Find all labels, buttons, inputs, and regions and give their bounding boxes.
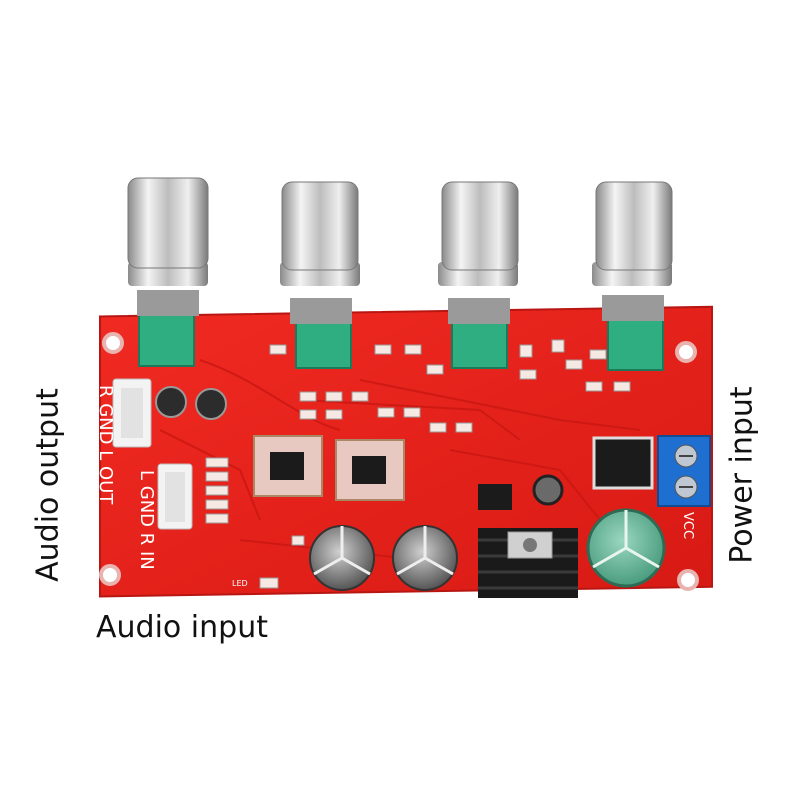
silkscreen-vcc: VCC — [680, 512, 695, 539]
mounting-holes — [99, 332, 699, 591]
power-input-text: Power input — [724, 386, 760, 564]
audio-output-label: Audio output — [28, 388, 68, 582]
silkscreen-labels: R GND L OUT L GND R IN VCC LED — [95, 385, 695, 588]
smd-components — [205, 339, 631, 589]
small-capacitors — [155, 386, 564, 506]
power-terminal — [657, 435, 711, 507]
ics — [478, 436, 654, 510]
regulator-heatsink — [478, 528, 578, 598]
silkscreen-in: L GND R IN — [136, 470, 157, 570]
electrolytic-capacitors — [309, 508, 666, 591]
audio-input-connector — [157, 463, 193, 530]
potentiometer-3 — [438, 181, 519, 369]
potentiometer-2 — [280, 181, 360, 369]
potentiometer-1 — [127, 177, 209, 367]
audio-output-text: Audio output — [30, 388, 66, 582]
silkscreen-led: LED — [232, 579, 248, 588]
audio-output-connector — [112, 378, 152, 448]
silkscreen-out: R GND L OUT — [95, 385, 116, 505]
opamp-sockets — [253, 435, 405, 501]
audio-input-label: Audio input — [96, 610, 268, 645]
power-input-label: Power input — [722, 386, 762, 563]
potentiometer-4 — [592, 181, 673, 371]
